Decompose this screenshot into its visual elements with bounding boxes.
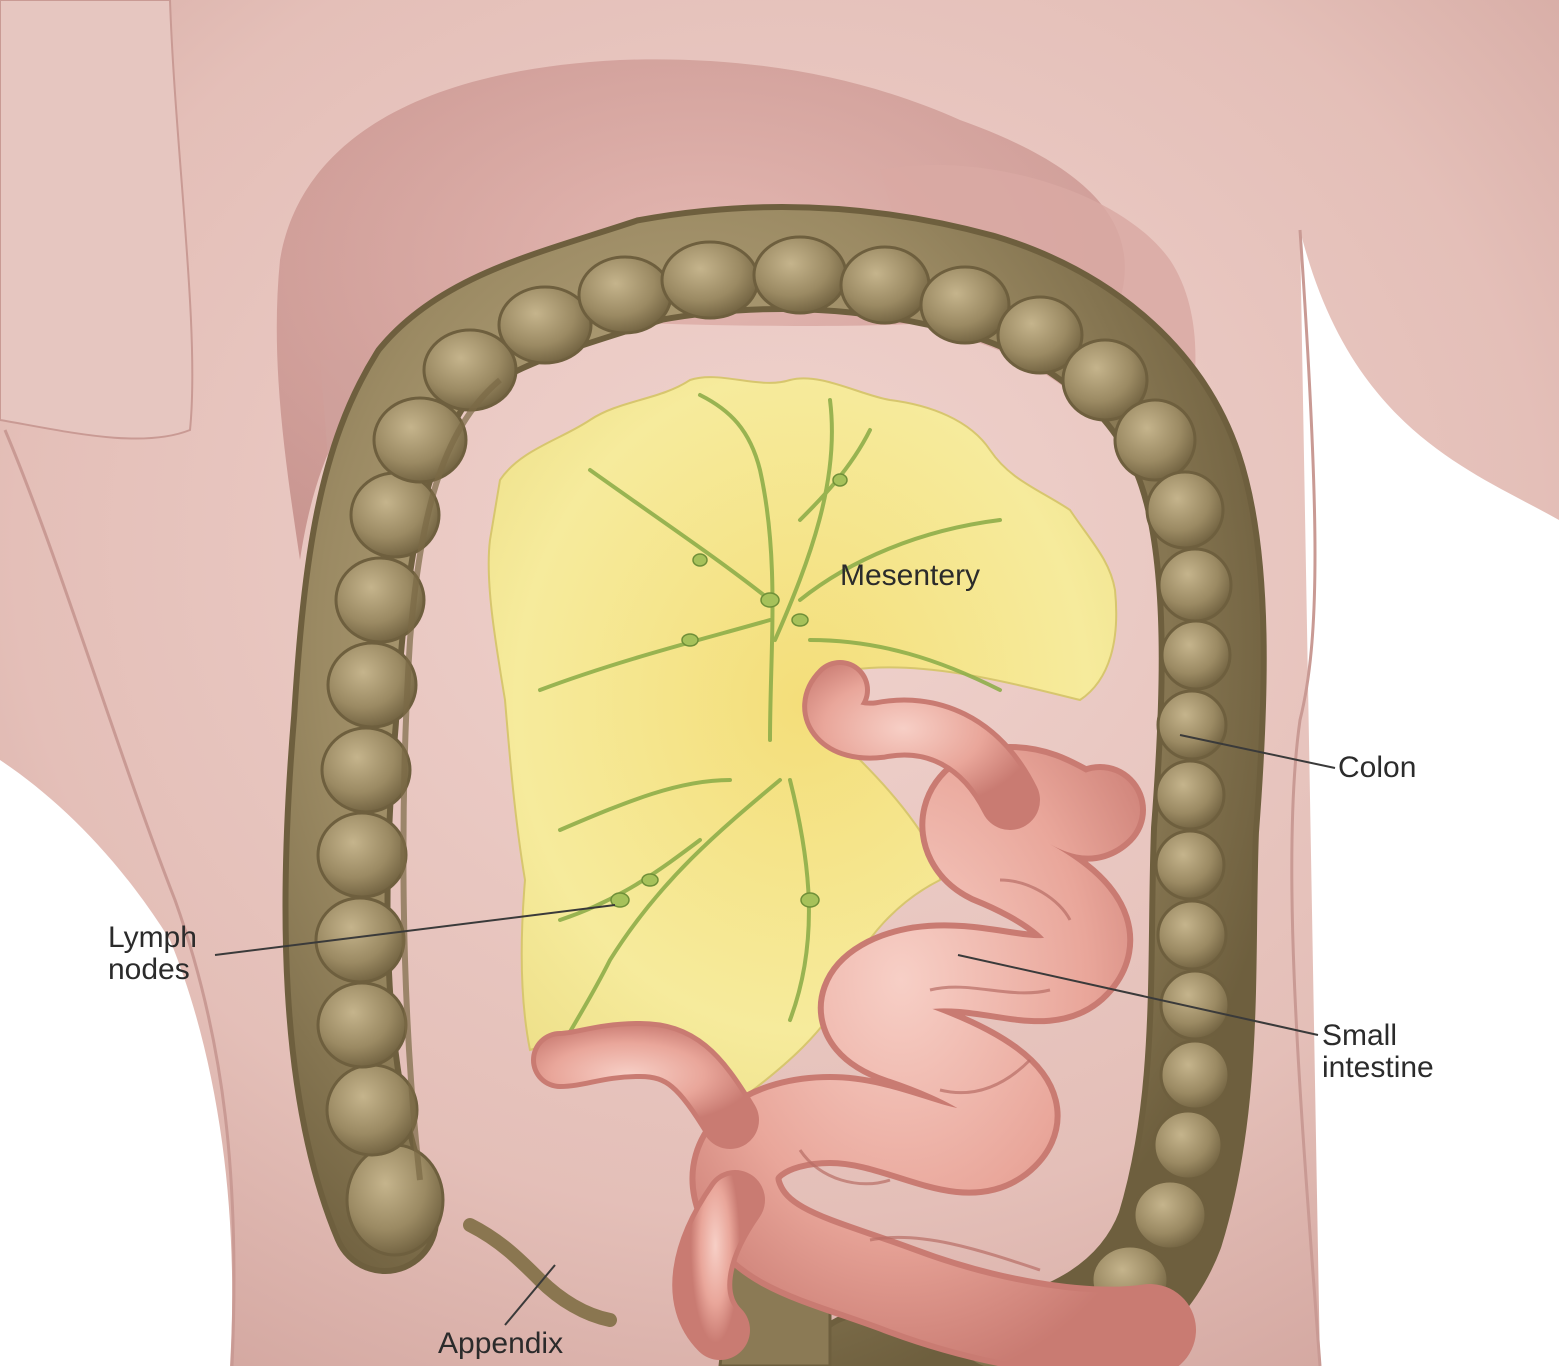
small-intestine-label: Small intestine [1322, 1020, 1434, 1084]
left-arm [0, 0, 192, 439]
colon-label: Colon [1338, 752, 1416, 784]
lymph-nodes-label: Lymph nodes [108, 922, 197, 986]
appendix-label: Appendix [438, 1328, 563, 1360]
mesentery-label: Mesentery [840, 560, 980, 592]
